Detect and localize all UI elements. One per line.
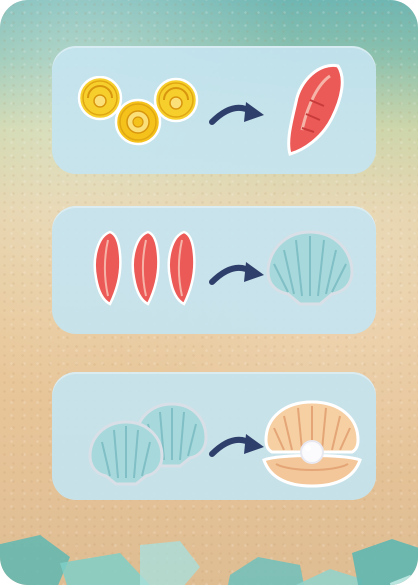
conch-2 xyxy=(133,232,159,304)
yellow-sea-snail-icon xyxy=(72,76,207,148)
pearl-oyster-icon xyxy=(258,398,366,490)
conch-1 xyxy=(95,232,121,304)
blue-scallop-shell-icon xyxy=(86,398,212,488)
sea-glass-border xyxy=(0,505,418,585)
arrow-icon xyxy=(208,256,266,292)
snail-3 xyxy=(116,100,160,144)
snail-2 xyxy=(155,79,197,121)
arrow-icon xyxy=(208,96,266,132)
snail-1 xyxy=(79,77,121,119)
conch-3 xyxy=(169,232,195,304)
red-conch-shell-icon xyxy=(86,228,202,306)
red-conch-shell-icon xyxy=(280,60,350,160)
scallop-front xyxy=(90,422,162,484)
blue-scallop-shell-icon xyxy=(262,226,358,308)
